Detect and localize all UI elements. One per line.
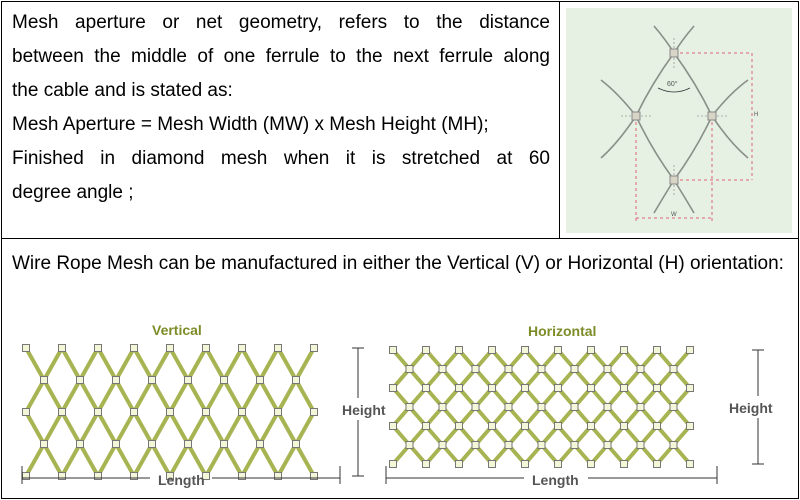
angle-label: 60° (667, 81, 678, 88)
description-line-2: between the middle of one ferrule to the… (12, 46, 550, 67)
mesh-aperture-description: Mesh aperture or net geometry, refers to… (12, 6, 550, 210)
description-line-6: degree angle ; (12, 182, 134, 203)
row-divider (1, 238, 798, 239)
mesh-geometry-diagram: 60° H W (566, 8, 792, 233)
height-dimension-label: H (754, 112, 759, 118)
horizontal-title: Horizontal (528, 323, 597, 339)
column-divider (559, 1, 560, 238)
description-line-1: Mesh aperture or net geometry, refers to… (12, 12, 550, 33)
vertical-length-label: Length (158, 472, 205, 488)
horizontal-height-label: Height (729, 400, 773, 416)
description-line-5: Finished in diamond mesh when it is stre… (12, 148, 550, 169)
geometry-diagram-svg (600, 25, 753, 222)
vertical-height-label: Height (342, 402, 386, 418)
horizontal-length-label: Length (532, 472, 579, 488)
orientation-description: Wire Rope Mesh can be manufactured in ei… (12, 246, 787, 282)
description-line-3: the cable and is stated as: (12, 80, 233, 101)
width-dimension-label: W (671, 212, 677, 218)
orientation-text: Wire Rope Mesh can be manufactured in ei… (12, 253, 784, 274)
vertical-title: Vertical (152, 322, 202, 338)
description-line-4: Mesh Aperture = Mesh Width (MW) x Mesh H… (12, 114, 489, 135)
